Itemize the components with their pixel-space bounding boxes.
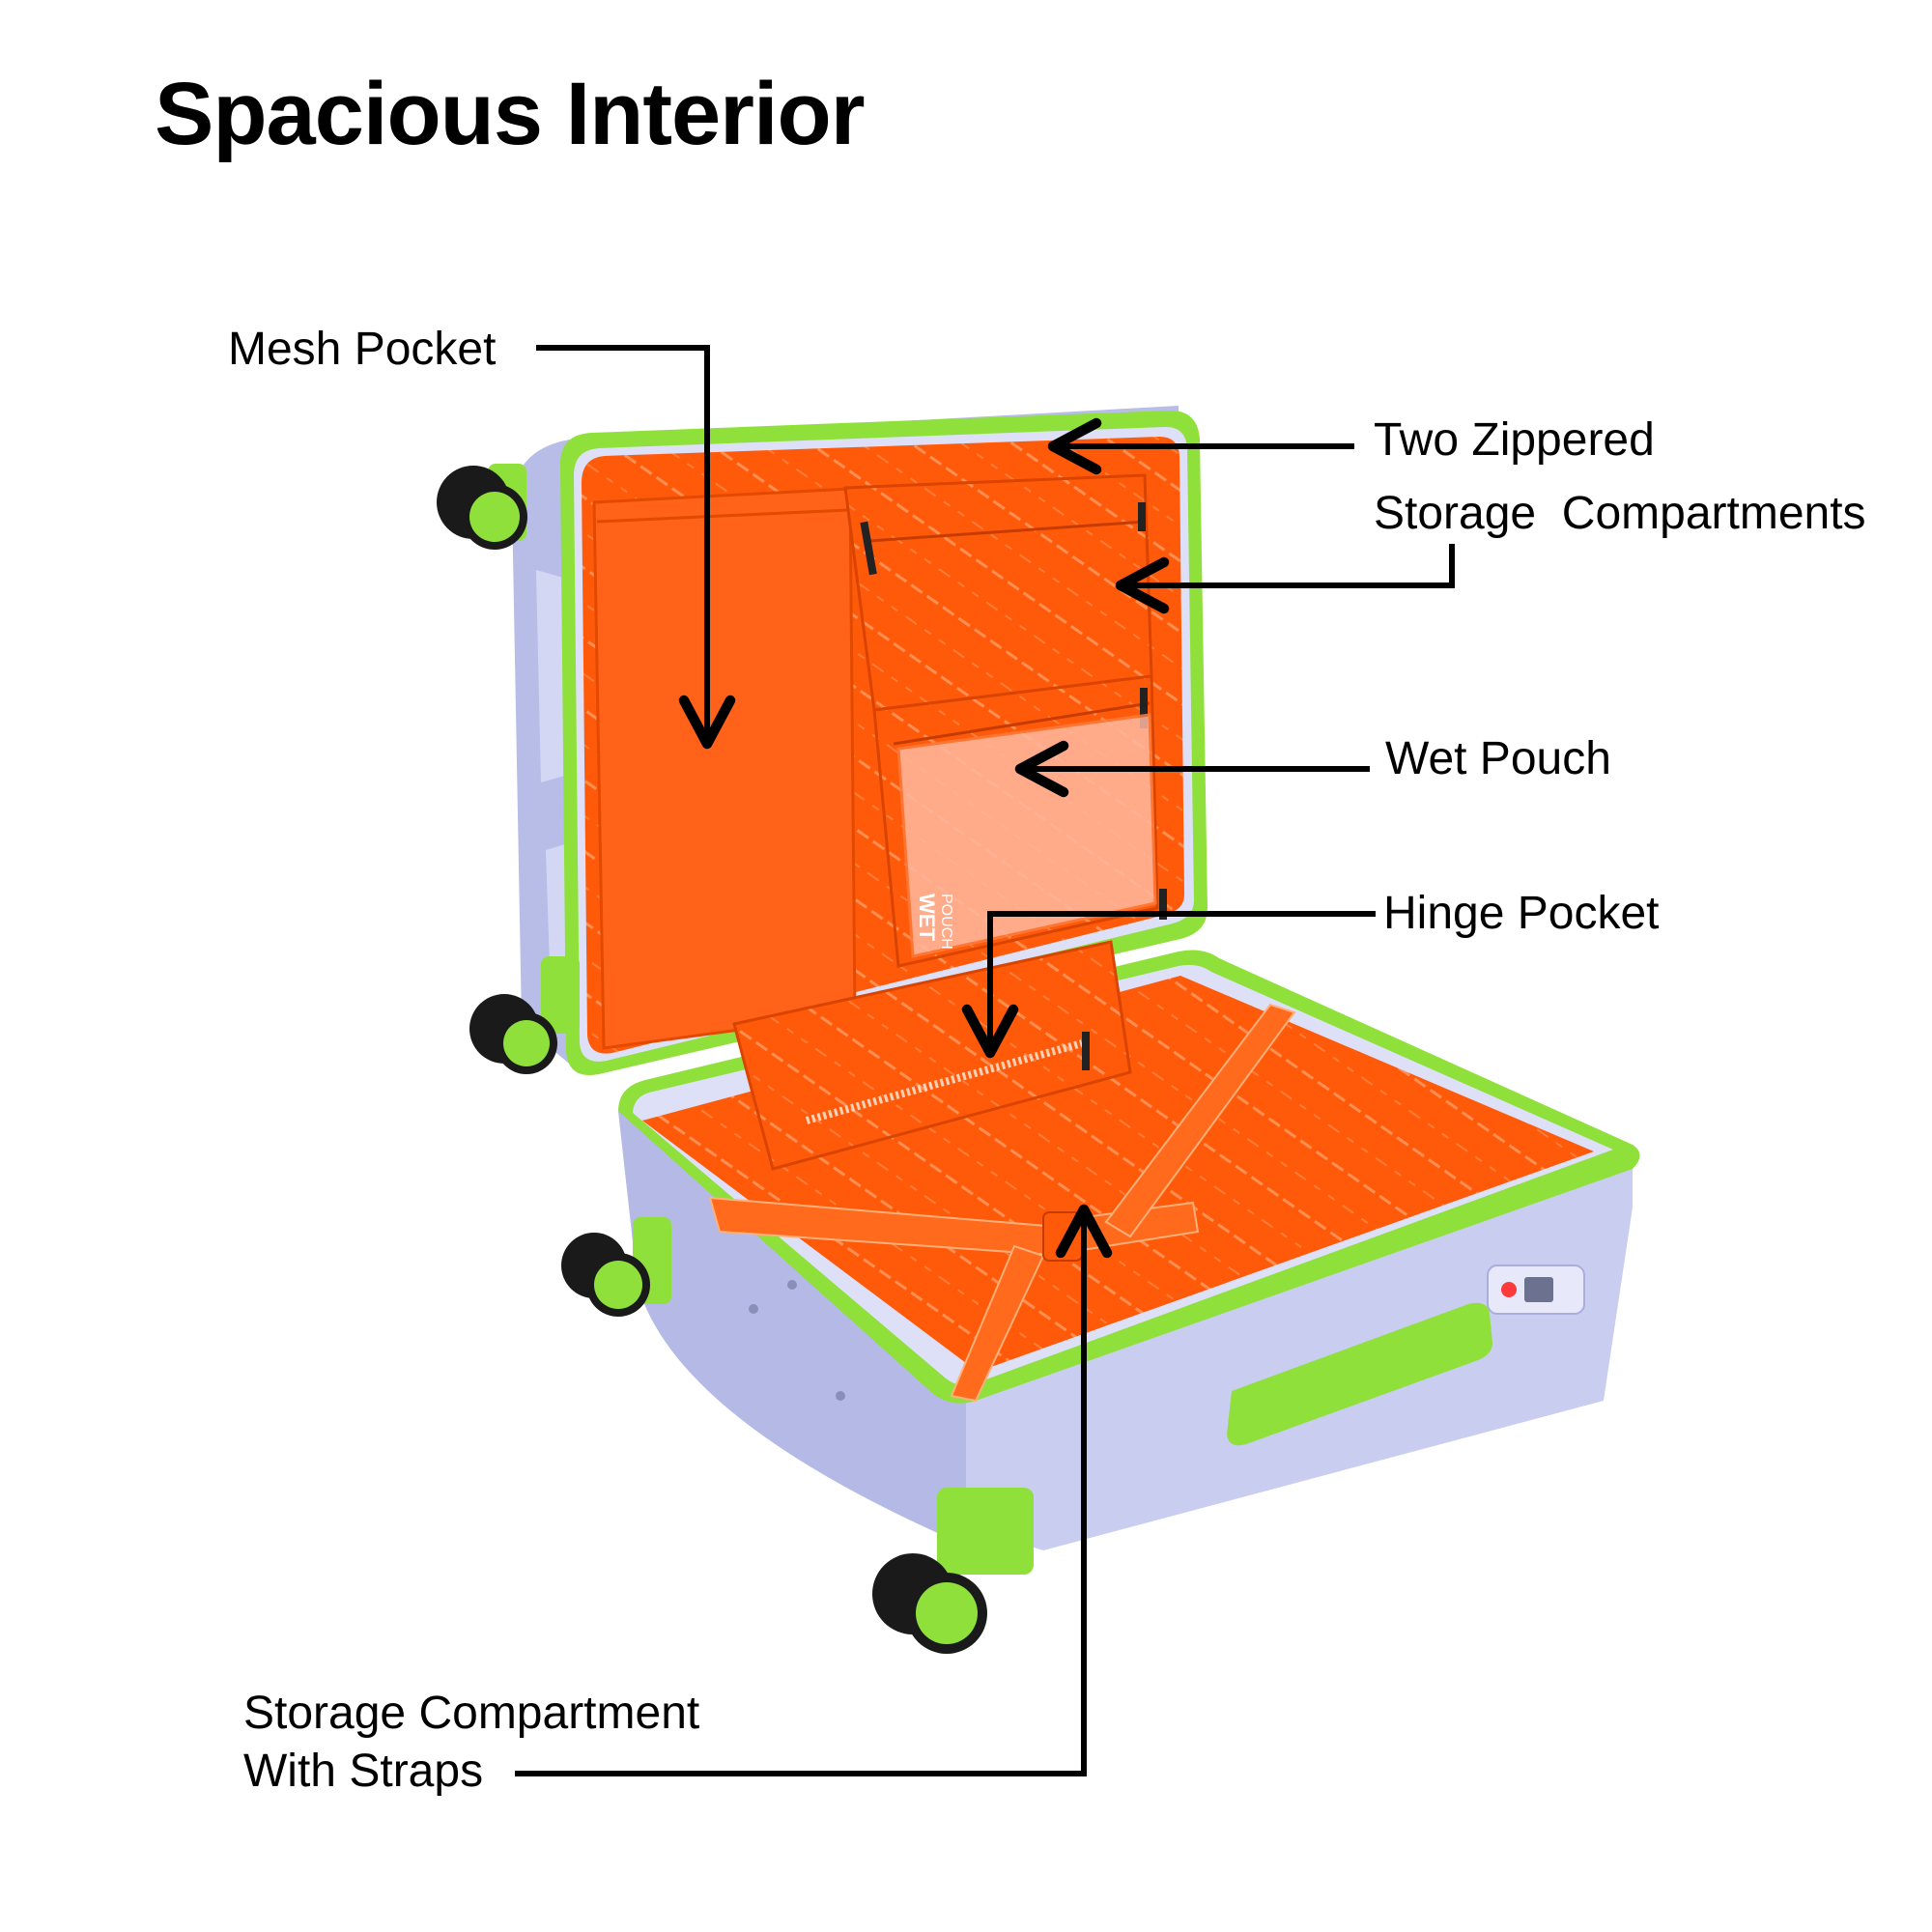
wet-pouch xyxy=(896,713,1157,958)
zippered-compartment-upper xyxy=(843,473,1153,712)
zippered-side-arrow xyxy=(1115,544,1455,614)
compartment-straps xyxy=(708,1003,1296,1403)
mesh-pocket xyxy=(592,487,857,1050)
callout-wet-pouch: Wet Pouch xyxy=(1385,733,1611,784)
hinge-pocket xyxy=(732,940,1132,1171)
base-shell xyxy=(618,940,1640,1550)
callout-mesh-pocket: Mesh Pocket xyxy=(228,324,497,375)
page-title: Spacious Interior xyxy=(155,65,865,163)
pouch-print-text-2: POUCH xyxy=(938,894,954,950)
side-handle xyxy=(1227,1302,1492,1446)
callout-hinge-pocket: Hinge Pocket xyxy=(1383,888,1660,939)
lid-shell: WET POUCH xyxy=(512,406,1208,1075)
base-wheels xyxy=(561,1217,1034,1654)
callout-straps-line2: With Straps xyxy=(243,1746,484,1797)
lid-wheels xyxy=(437,464,580,1074)
mesh-pocket-arrow xyxy=(536,345,736,750)
straps-arrow xyxy=(515,1204,1113,1776)
pouch-print-text-1: WET xyxy=(915,894,939,941)
hinge-pocket-arrow xyxy=(961,911,1376,1059)
callout-zippered-line2: Storage Compartments xyxy=(1374,488,1866,539)
callout-straps-line1: Storage Compartment xyxy=(243,1688,700,1739)
callout-zippered-line1: Two Zippered xyxy=(1374,414,1655,466)
callout-lines xyxy=(515,345,1455,1776)
